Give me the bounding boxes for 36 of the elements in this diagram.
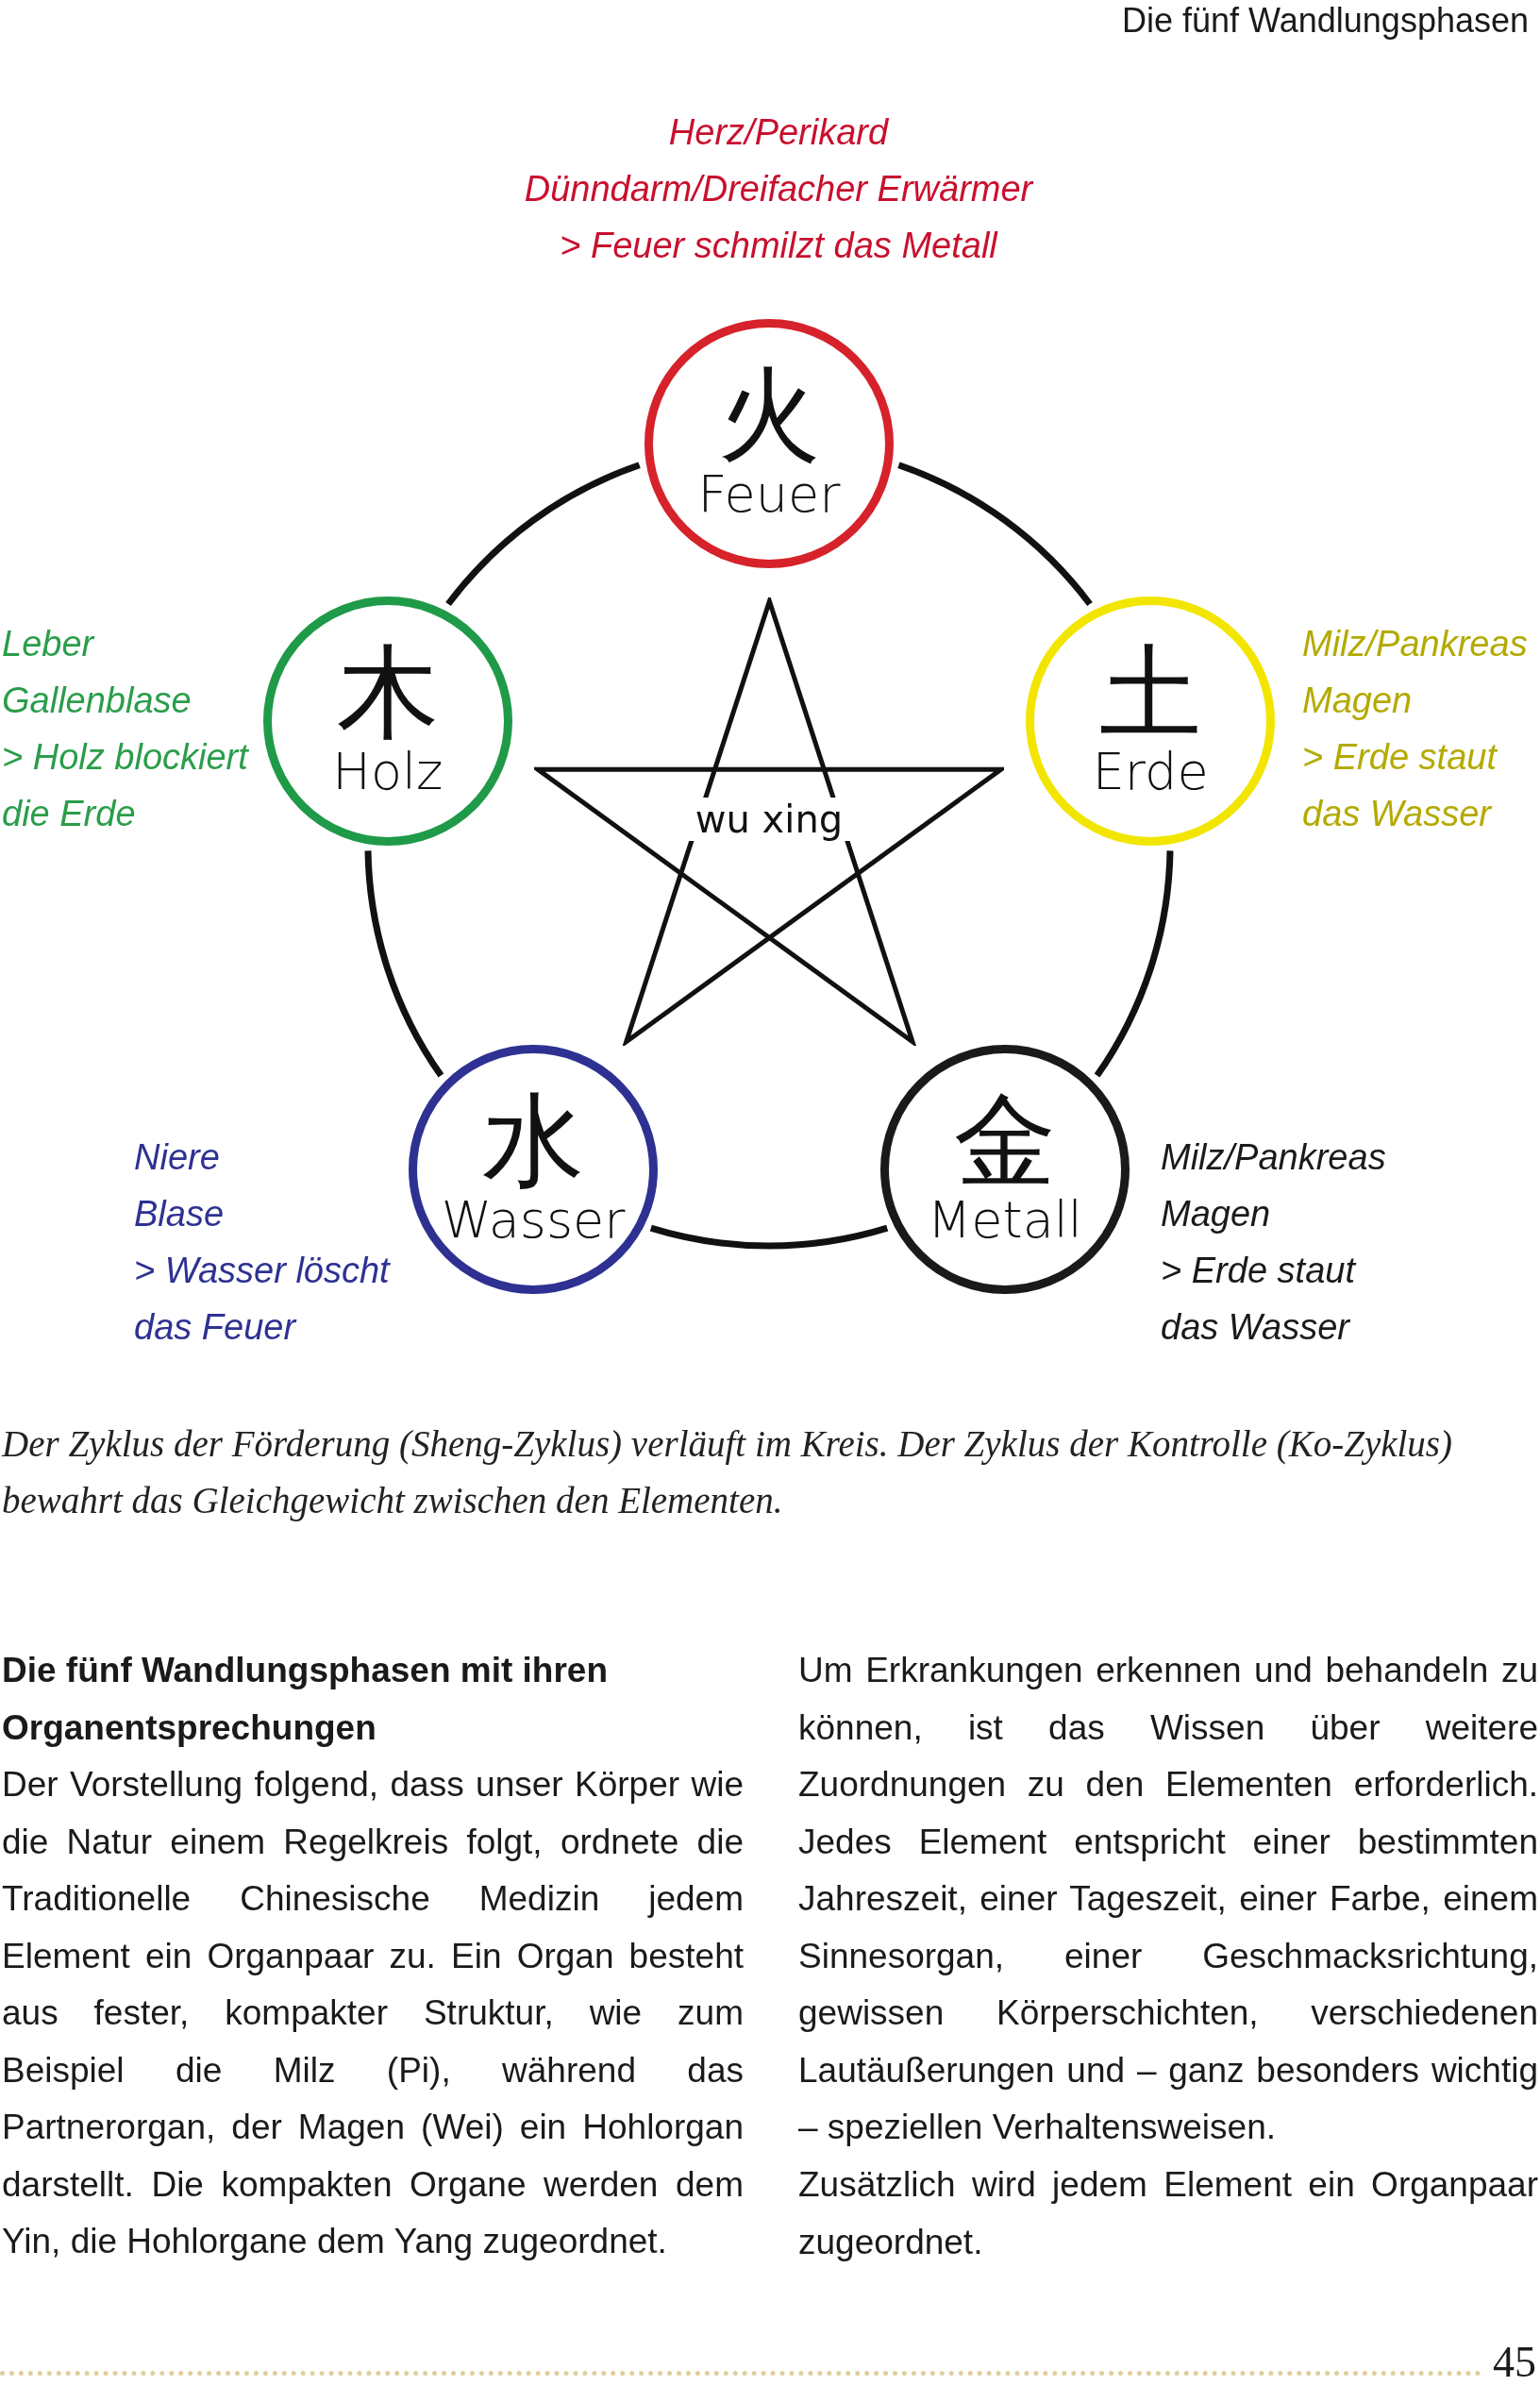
body-paragraph: Zusätzlich wird jedem Element ein Organpaar zugeordnet. xyxy=(798,2164,1538,2263)
element-name: Metall xyxy=(927,1192,1082,1249)
organ-note: Leber xyxy=(2,623,96,665)
ring-arc xyxy=(649,1224,889,1249)
element-name: Feuer xyxy=(697,466,841,523)
organ-note: Magen xyxy=(1161,1193,1272,1235)
chinese-character: 金 xyxy=(953,1090,1056,1193)
organ-note: Gallenblase xyxy=(2,680,192,722)
organ-note: Herz/Perikard xyxy=(667,111,890,154)
element-name: Wasser xyxy=(441,1192,626,1249)
organ-note: > Erde staut das Wasser xyxy=(1302,736,1499,835)
organ-note: > Wasser löscht das Feuer xyxy=(134,1250,392,1349)
ring-arc xyxy=(897,462,1093,607)
chinese-character: 土 xyxy=(1099,641,1202,744)
ring-arc xyxy=(445,462,641,607)
organ-note: > Holz blockiert die Erde xyxy=(2,736,250,835)
chinese-character: 木 xyxy=(336,641,439,744)
section-heading: Die fünf Wandlungsphasen mit ihren Organentsprechungen xyxy=(2,1650,610,1749)
chinese-character: 水 xyxy=(482,1090,585,1193)
running-header: Die fünf Wandlungsphasen xyxy=(1122,0,1529,42)
pentagram xyxy=(533,597,1005,1046)
element-name: Holz xyxy=(332,743,444,800)
figure-caption: Der Zyklus der Förderung (Sheng-Zyklus) verläuft im Kreis. Der Zyklus der Kontrolle (Ko-Zyklus) bewahrt das Gleichgewicht zwischen den Elementen. xyxy=(2,1422,1454,1523)
body-paragraph: Der Vorstellung folgend, dass unser Körper wie die Natur einem Regelkreis folgt, ordnete die Traditionelle Chinesische Medizin jedem Element ein Organpaar zu. Ein Organ besteht aus fester, kompakter Struktur, wie zum Beispiel die Milz (Pi), während das Partnerorgan, der Magen (Wei) ein Hohlorgan darstellt. Die kompakten Organe werden dem Yin, die Hohlorgane dem Yang zugeordnet. xyxy=(2,1764,744,2262)
organ-note: Magen xyxy=(1302,680,1414,722)
organ-note: Milz/Pankreas xyxy=(1302,623,1529,665)
element-name: Erde xyxy=(1092,743,1209,800)
organ-note: Milz/Pankreas xyxy=(1161,1136,1387,1179)
organ-note: > Feuer schmilzt das Metall xyxy=(559,225,999,267)
organ-note: Niere xyxy=(134,1136,221,1179)
organ-note: Blase xyxy=(134,1193,226,1235)
organ-note: > Erde staut das Wasser xyxy=(1161,1250,1358,1349)
chinese-character: 火 xyxy=(718,364,820,467)
organ-note: Dünndarm/Dreifacher Erwärmer xyxy=(523,168,1035,210)
body-paragraph: Um Erkrankungen erkennen und behandeln zu können, ist das Wissen über weitere Zuordnungen zu den Elementen erforderlich. Jedes Element entspricht einer bestimmten Jahreszeit, einer Tageszeit, einer Farbe, einem Sinnesorgan, einer Geschmacksrichtung, gewissen Körperschichten, verschiedenen Lautäußerungen und – ganz besonders wichtig – speziellen Verhaltensweisen. xyxy=(798,1650,1538,2148)
page-number: 45 xyxy=(1493,2339,1536,2386)
